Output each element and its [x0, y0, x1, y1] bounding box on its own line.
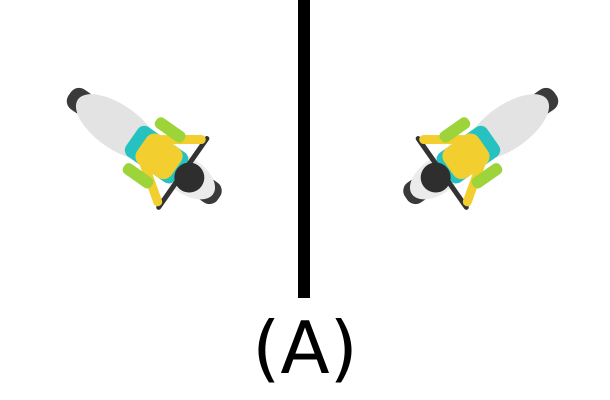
motorcycle-rider-topdown-left — [66, 87, 222, 210]
left-motorcycle-rider-image — [40, 70, 260, 230]
center-divider-line — [298, 0, 310, 298]
right-motorcycle-rider-image — [365, 70, 585, 230]
figure-caption-label: (A) — [252, 306, 358, 390]
motorcycle-rider-topdown-right — [403, 87, 559, 210]
